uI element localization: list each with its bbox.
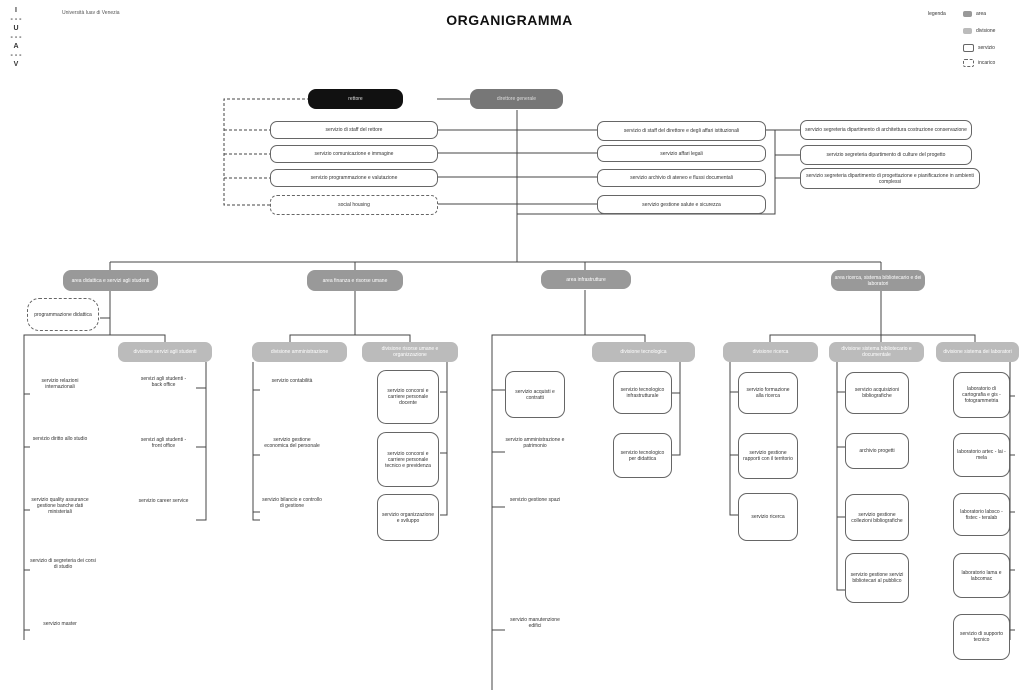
service-box: servizio formazione alla ricerca [738, 372, 798, 414]
legend-title: legenda [928, 11, 946, 17]
service-text: servizi agli studenti - back office [140, 376, 187, 388]
service-text: servizio manutenzione edifici [510, 617, 560, 629]
node-left-service: servizio programmazione e valutazione [270, 169, 438, 187]
node-rettore: rettore [308, 89, 403, 109]
legend-incarico: incarico [963, 59, 995, 67]
service-box: servizio concorsi e carriere personale t… [377, 432, 439, 487]
service-box: laboratorio di cartografia e gis - fotog… [953, 372, 1010, 418]
service-text: servizio gestione economica del personal… [264, 437, 320, 449]
node-mid-service: servizio affari legali [597, 145, 766, 162]
service-text: servizio gestione spazi [509, 497, 561, 503]
area-didattica: area didattica e servizi agli studenti [63, 270, 158, 291]
area-finanza: area finanza e risorse umane [307, 270, 403, 291]
node-mid-service: servizio archivio di ateneo e flussi doc… [597, 169, 766, 187]
page-title: ORGANIGRAMMA [446, 12, 573, 28]
division-sistema-bibliotecario: divisione sistema bibliotecario e docume… [829, 342, 924, 362]
service-text: servizio diritto allo studio [32, 436, 88, 442]
division-servizi-studenti: divisione servizi agli studenti [118, 342, 212, 362]
service-box: servizio acquisizioni bibliografiche [845, 372, 909, 414]
logo-letter: U [13, 25, 19, 32]
division-amministrazione: divisione amministrazione [252, 342, 347, 362]
node-right-service: servizio segreteria dipartimento di prog… [800, 168, 980, 189]
legend-servizio: servizio [963, 44, 995, 52]
area-ricerca: area ricerca, sistema bibliotecario e de… [831, 270, 925, 291]
node-social-housing: social housing [270, 195, 438, 215]
service-box: servizio tecnologico infrastrutturale [613, 371, 672, 414]
service-text: servizio amministrazione e patrimonio [505, 437, 565, 449]
logo-dash: - - - [10, 34, 22, 41]
logo-dash: - - - [10, 16, 22, 23]
division-sistema-laboratori: divisione sistema dei laboratori [936, 342, 1019, 362]
node-left-service: servizio di staff del rettore [270, 121, 438, 139]
university-name: Università Iuav di Venezia [62, 10, 120, 16]
incarico-programmazione-didattica: programmazione didattica [27, 298, 99, 331]
service-box: laboratorio lama e labcomac [953, 553, 1010, 598]
division-risorse-umane: divisione risorse umane e organizzazione [362, 342, 458, 362]
area-infrastrutture: area infrastrutture [541, 270, 631, 289]
service-box: servizio acquisti e contratti [505, 371, 565, 418]
logo-letter: V [13, 61, 19, 68]
division-tecnologica: divisione tecnologica [592, 342, 695, 362]
node-right-service: servizio segreteria dipartimento di arch… [800, 120, 972, 140]
service-box: servizio gestione collezioni bibliografi… [845, 494, 909, 541]
service-box: servizio ricerca [738, 493, 798, 541]
node-left-service: servizio comunicazione e immagine [270, 145, 438, 163]
service-box: laboratorio artec - lai - mela [953, 433, 1010, 477]
iuav-logo: I - - - U - - - A - - - V [6, 6, 26, 69]
division-ricerca: divisione ricerca [723, 342, 818, 362]
legend-area: area [963, 11, 986, 17]
legend-divisione: divisione [963, 28, 995, 34]
service-text: servizio contabilità [271, 378, 313, 384]
service-text: servizio quality assurance gestione banc… [31, 497, 89, 515]
service-box: servizio concorsi e carriere personale d… [377, 370, 439, 424]
node-direttore-generale: direttore generale [470, 89, 563, 109]
service-text: servizio relazioni internazionali [41, 378, 79, 390]
logo-dash: - - - [10, 52, 22, 59]
node-mid-service: servizio di staff del direttore e degli … [597, 121, 766, 141]
service-text: servizio career service [138, 498, 189, 504]
service-box: servizio di supporto tecnico [953, 614, 1010, 660]
node-right-service: servizio segreteria dipartimento di cult… [800, 145, 972, 165]
service-text: servizi agli studenti - front office [140, 437, 187, 449]
service-text: servizio bilancio e controllo di gestion… [262, 497, 322, 509]
service-box: servizio gestione servizi bibliotecari a… [845, 553, 909, 603]
service-box: laboratorio labsco - fistec - teralab [953, 493, 1010, 536]
service-text: servizio master [43, 621, 77, 627]
service-text: servizio di segreteria dei corsi di stud… [30, 558, 96, 570]
service-box: archivio progetti [845, 433, 909, 469]
service-box: servizio tecnologico per didattica [613, 433, 672, 478]
service-box: servizio organizzazione e sviluppo [377, 494, 439, 541]
logo-letter: A [13, 43, 19, 50]
node-mid-service: servizio gestione salute e sicurezza [597, 195, 766, 214]
service-box: servizio gestione rapporti con il territ… [738, 433, 798, 479]
logo-letter: I [15, 7, 17, 14]
